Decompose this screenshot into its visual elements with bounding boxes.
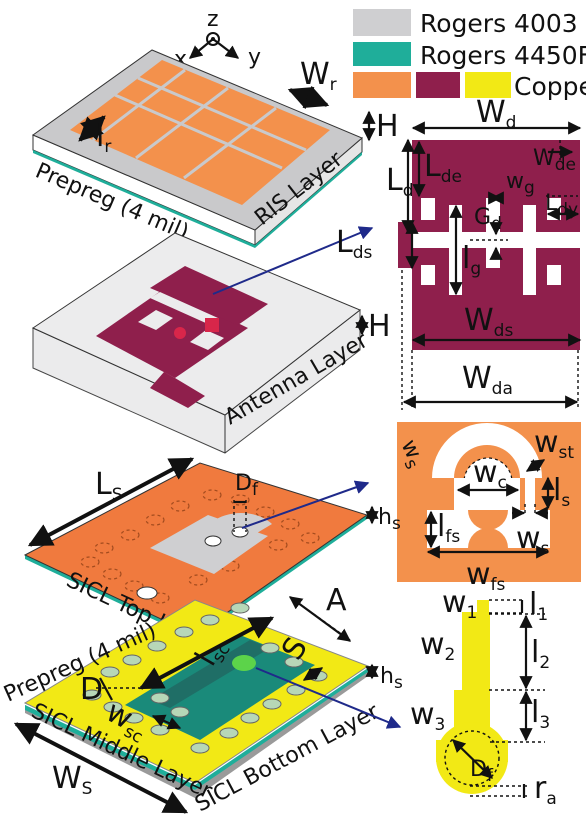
dim-Df-top-label: Df [235,471,259,500]
probe-l2-label: l2 [531,635,550,673]
dim-D-label: D [80,672,103,707]
dim-Ldy-label: Ldy [545,191,578,220]
legend-label-rogers4450f: Rogers 4450F [420,41,586,70]
slot-arc [432,423,542,478]
dim-ls-label: ls [553,473,570,511]
dim-wfs-label: wfs [466,557,506,595]
dim-H2-label: H [368,309,391,344]
dim-Wde-label: Wde [533,146,576,175]
dim-Lds-label: Lds [336,225,373,263]
z-axis-icon [206,32,220,46]
probe-detail: w1 l1 w2 l2 w3 l3 Df ra [410,585,557,809]
antenna-dipole-patch [96,266,268,408]
dim-H1-label: H [376,109,399,144]
legend-swatch-rogers4450f [353,42,411,66]
probe-l3-label: l3 [531,695,550,733]
probe-w1-label: w1 [442,585,477,623]
feed-pin-left [174,327,186,339]
dim-lg-label: lg [462,241,481,279]
probe-pad [232,655,256,671]
legend-label-copper: Copper [514,72,586,101]
probe-Df-label: Df [470,757,494,786]
probe-w2-label: w2 [420,627,455,665]
dim-Ws-label: WS [52,761,92,799]
dim-Wda-label: Wda [462,361,513,399]
ris-cell-array [70,60,330,205]
legend-swatch-rogers4003 [353,9,411,36]
dim-lfs-label: lfs [437,509,460,547]
probe-ra-label: ra [534,771,557,809]
legend-swatch-copper-orange [353,72,411,98]
dim-A-label: A [326,583,347,618]
dim-wr-label: Wr [300,57,337,95]
dim-wst-label: wst [534,425,574,463]
dim-hs1-label: hs [378,505,401,534]
axis-y-label: y [248,45,261,70]
dim-Ld-label: Ld [386,163,414,201]
dim-Wds-label: Wds [464,303,513,341]
probe-w3-label: w3 [410,697,445,735]
feed-pin-right [205,318,219,332]
antenna-layer: H Antenna Layer [31,226,391,454]
legend-label-rogers4003: Rogers 4003 [420,9,578,38]
dim-wg-label: wg [506,169,535,198]
axis-z-label: z [207,7,219,32]
sicl-middle-layer: lsc wsc D S A hs WS Prepreg (4 mil) SICL… [0,583,403,817]
slot-detail: ws wst wc ls ws lfs wfs [396,422,581,595]
dim-wc-label: wc [473,455,507,493]
legend: Rogers 4003 Rogers 4450F Copper [353,9,586,101]
dim-lr-label: lr [96,119,111,157]
dipole-detail: Wd Lde Wde Ld wg Ldy Gd Lds lg Wds Wda [336,95,582,410]
dim-hs2-label: hs [380,664,403,693]
coordinate-axes: z x y [174,7,261,72]
dim-Lde-label: Lde [424,149,462,187]
probe-l1-label: l1 [529,587,548,625]
dim-Wd-label: Wd [476,95,516,133]
legend-swatch-copper-yellow [465,72,511,98]
legend-swatch-copper-maroon [416,72,460,98]
ris-layer: Wr lr H Prepreg (4 mil) RIS Layer [32,49,399,248]
dim-Ls-label: LS [95,467,123,505]
